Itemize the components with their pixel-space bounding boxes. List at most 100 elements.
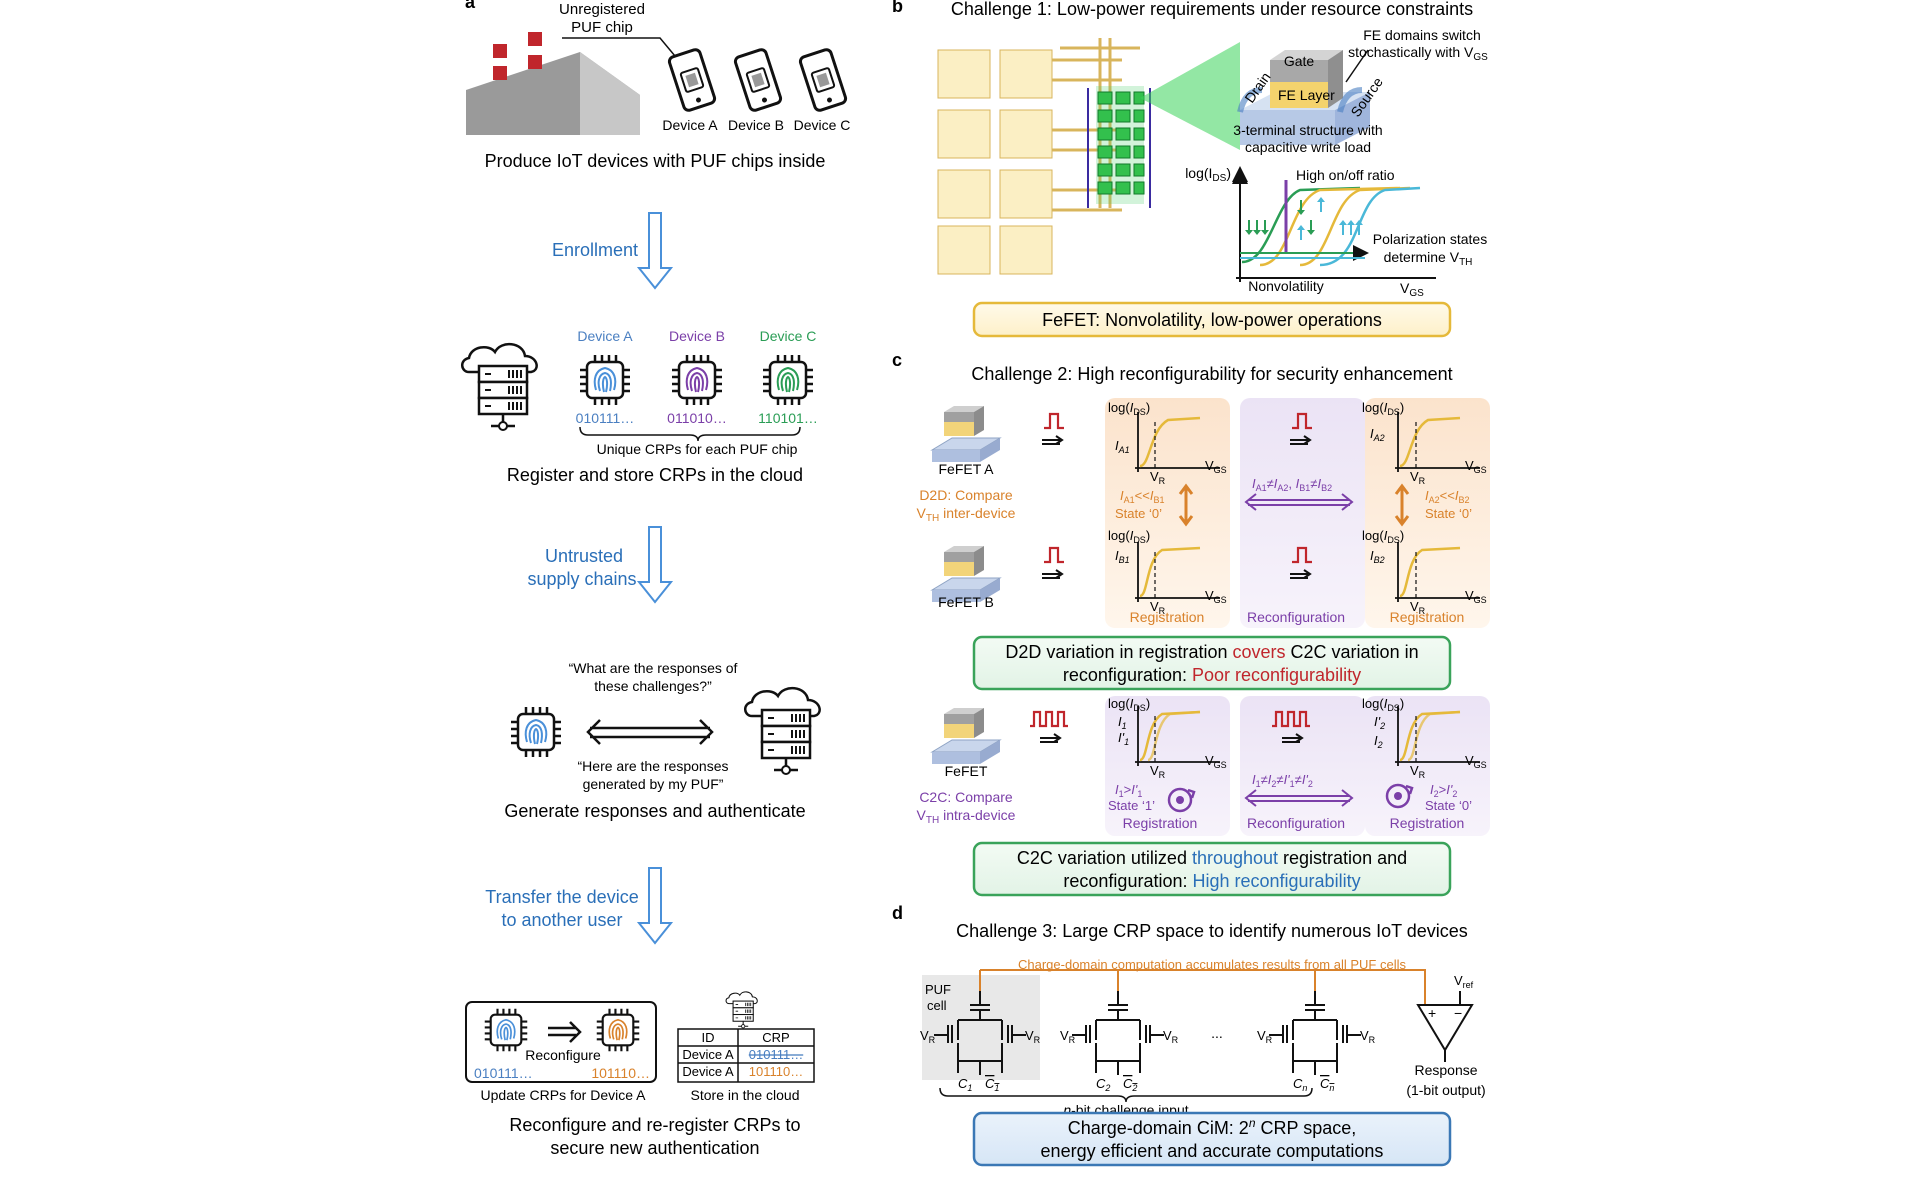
zoom-beam	[1140, 42, 1240, 150]
i1-gt: I1>I'1	[1115, 782, 1142, 799]
i1p-label: I'1	[1118, 730, 1129, 747]
c2bar-label: C2	[1123, 1076, 1137, 1093]
store-label: Store in the cloud	[691, 1087, 800, 1103]
update-label: Update CRPs for Device A	[481, 1087, 647, 1103]
chip-a-icon	[578, 353, 632, 407]
phone-icon-c	[797, 46, 849, 114]
logids-c5: log(IDS)	[1108, 696, 1150, 713]
d2d-1: D2D: Compare	[919, 487, 1013, 503]
fefet-b-label: FeFET B	[938, 594, 994, 610]
down-arrow-3	[636, 867, 674, 945]
state0-c1: State ‘0’	[1115, 506, 1162, 521]
nonvolatility-label: Nonvolatility	[1248, 278, 1323, 294]
charge-note: Charge-domain computation accumulates re…	[1018, 957, 1406, 972]
high-ratio-label: High on/off ratio	[1296, 167, 1395, 183]
code-a: 010111…	[576, 410, 635, 426]
gate-label: Gate	[1284, 53, 1315, 69]
mini-plot-a2	[1395, 412, 1480, 472]
ia1-ib1: IA1<<IB1	[1120, 488, 1164, 505]
d2d-summary-box	[972, 635, 1452, 691]
registration-1: Registration	[1130, 609, 1205, 625]
cim-summary-line1: Charge-domain CiM: 2n CRP space,	[1068, 1116, 1356, 1138]
response-label-2: (1-bit output)	[1406, 1082, 1485, 1098]
table-r1-id: Device A	[682, 1047, 734, 1062]
struct-1: 3-terminal structure with	[1233, 122, 1382, 138]
step3-text: Generate responses and authenticate	[504, 801, 805, 821]
cloud-server-icon-3	[725, 991, 758, 1029]
down-arrow-2	[636, 526, 674, 604]
vr-d3: VR	[1060, 1028, 1076, 1045]
puf-cell-label-1: PUF	[925, 982, 951, 997]
fefet-3d-structure	[1237, 50, 1370, 145]
cloud-server-icon-1	[460, 342, 538, 432]
ellipsis: ...	[1211, 1025, 1223, 1041]
cnbar-label: Cn	[1320, 1076, 1334, 1093]
step4-text-1: Reconfigure and re-register CRPs to	[509, 1115, 800, 1135]
vref-label: Vref	[1454, 973, 1474, 990]
c2c-bg-1	[1105, 696, 1230, 836]
c2c-summary-box	[972, 841, 1452, 897]
crp-table: ID CRP Device A 010111… Device A 101110…	[677, 1028, 815, 1083]
response-1: “Here are the responses	[578, 758, 729, 774]
panel-d-title: Challenge 3: Large CRP space to identify…	[956, 921, 1468, 941]
svg-text:−: −	[1454, 1005, 1462, 1021]
state0-c2: State ‘0’	[1425, 506, 1472, 521]
charge-bus-line	[979, 969, 1426, 1005]
logids-c6: log(IDS)	[1362, 696, 1404, 713]
fefet-c2c-label: FeFET	[945, 763, 988, 779]
svg-text:+: +	[1428, 1005, 1436, 1021]
vr-d5: VR	[1257, 1028, 1273, 1045]
device-b-label: Device B	[728, 117, 784, 133]
ia2-ib2: IA2<<IB2	[1425, 488, 1469, 505]
challenge-brace	[939, 1087, 1313, 1103]
dev-b-label: Device B	[669, 328, 725, 344]
chip-auth-icon	[509, 705, 563, 759]
question-2: these challenges?”	[594, 678, 712, 694]
puf-cell-circuit-n	[1268, 990, 1362, 1076]
cim-summary-line2: energy efficient and accurate computatio…	[1041, 1141, 1384, 1161]
c2c-1: C2C: Compare	[919, 789, 1013, 805]
d2d-summary-line1: D2D variation in registration covers C2C…	[1005, 642, 1418, 662]
code-new: 101110…	[591, 1065, 650, 1081]
c2c-summary-line1: C2C variation utilized throughout regist…	[1017, 848, 1407, 868]
dev-c-label: Device C	[760, 328, 817, 344]
exchange-arrow	[586, 719, 714, 745]
registration-bg-1	[1105, 398, 1230, 628]
chip-b-icon	[670, 353, 724, 407]
reconfig-double-arrow-1	[1244, 493, 1354, 511]
idvg-plot	[1236, 170, 1436, 282]
table-r1-crp: 010111…	[749, 1047, 803, 1062]
code-old: 010111…	[474, 1065, 533, 1081]
puf-cell-circuit-2	[1071, 990, 1165, 1076]
chip-c-icon	[761, 353, 815, 407]
c2c-2: VTH intra-device	[917, 807, 1016, 826]
phone-icon-b	[732, 46, 784, 114]
panel-b: b Challenge 1: Low-power requirements un…	[892, 0, 1488, 338]
panel-d-label: d	[892, 903, 903, 923]
panel-c-title: Challenge 2: High reconfigurability for …	[971, 364, 1452, 384]
reconfig-arrow	[548, 1021, 582, 1043]
logids-c1: log(IDS)	[1108, 400, 1150, 417]
table-r2-id: Device A	[682, 1064, 734, 1079]
response-2: generated by my PUF”	[583, 776, 724, 792]
chip-label-2: PUF chip	[571, 19, 633, 36]
reconfiguration-1: Reconfiguration	[1247, 609, 1345, 625]
vr-d4: VR	[1163, 1028, 1179, 1045]
panel-b-label: b	[892, 0, 903, 16]
i2-label: I2	[1374, 733, 1383, 750]
logids-label: log(IDS)	[1185, 165, 1231, 184]
panel-b-title: Challenge 1: Low-power requirements unde…	[951, 0, 1473, 19]
struct-2: capacitive write load	[1245, 139, 1371, 155]
ineq-c2: I1≠I2≠I'1≠I'2	[1252, 772, 1313, 789]
state1-c: State ‘1’	[1108, 798, 1155, 813]
pulse-icon-2	[1040, 546, 1066, 580]
cim-summary-box	[972, 1111, 1452, 1167]
unique-crps: Unique CRPs for each PUF chip	[597, 441, 798, 457]
down-arrow-1	[636, 212, 674, 290]
registration-4: Registration	[1390, 815, 1465, 831]
mini-plot-a1	[1135, 412, 1220, 472]
response-label-1: Response	[1414, 1062, 1477, 1078]
device-c-label: Device C	[794, 117, 851, 133]
code-b: 011010…	[667, 410, 727, 426]
